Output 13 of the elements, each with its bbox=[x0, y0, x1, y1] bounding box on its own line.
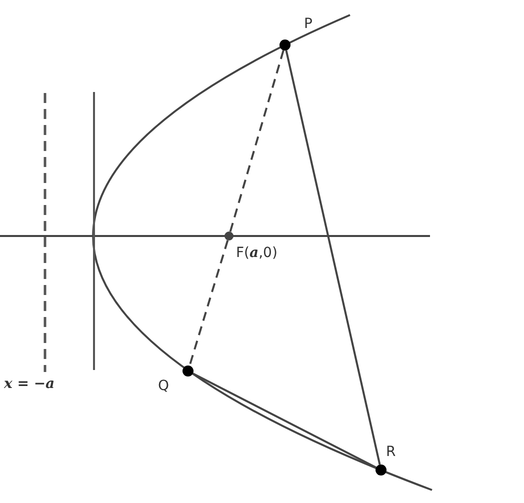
point-marker bbox=[182, 366, 194, 376]
point-label: F(a,0) bbox=[236, 245, 278, 261]
point-marker bbox=[224, 232, 234, 240]
point-marker bbox=[280, 40, 290, 50]
point-label: P bbox=[304, 16, 312, 32]
directrix-equation: x = −a bbox=[4, 376, 55, 392]
point-label: R bbox=[386, 444, 396, 460]
dashed-line bbox=[188, 240, 229, 366]
point-marker bbox=[376, 464, 386, 476]
dashed-line bbox=[229, 50, 284, 232]
line-segment bbox=[192, 372, 377, 468]
point-label: Q bbox=[158, 378, 170, 394]
line-segment bbox=[285, 50, 381, 465]
